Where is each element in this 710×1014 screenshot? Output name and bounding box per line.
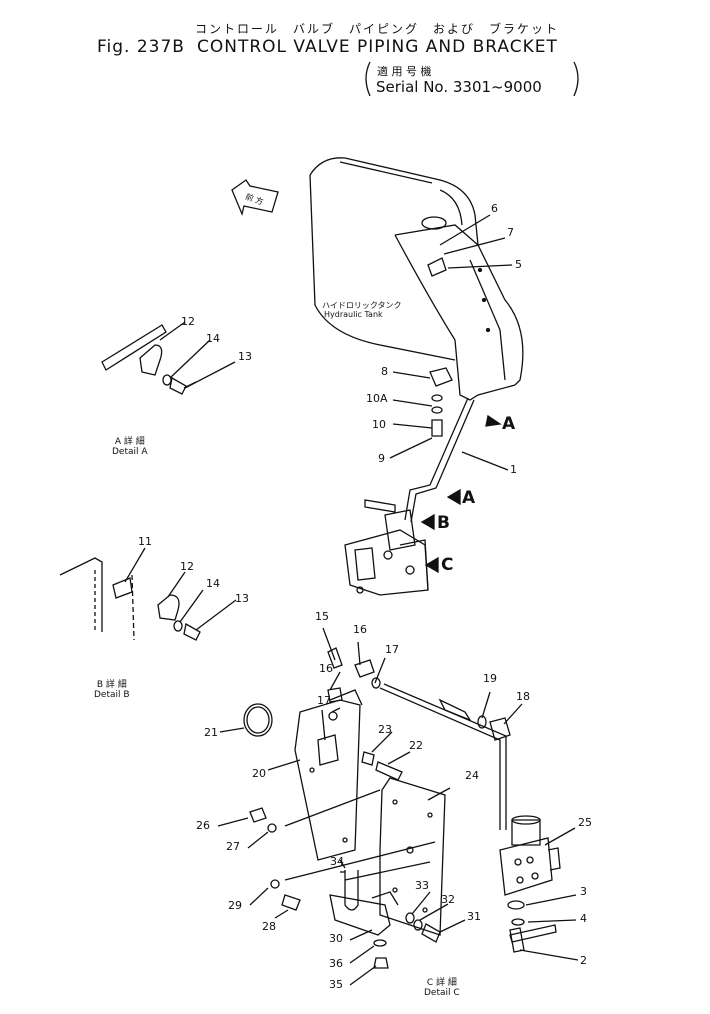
figure-title: CONTROL VALVE PIPING AND BRACKET bbox=[197, 37, 558, 57]
view-arrow-c bbox=[426, 558, 438, 572]
callout-16-lower: 16 bbox=[319, 662, 333, 675]
callout-28: 28 bbox=[262, 920, 276, 933]
callout-a-12: 12 bbox=[181, 315, 195, 328]
serial-bracket-left bbox=[366, 62, 370, 96]
callout-a-13: 13 bbox=[238, 350, 252, 363]
callout-4: 4 bbox=[580, 912, 587, 925]
view-arrow-b bbox=[422, 515, 434, 529]
callout-10: 10 bbox=[372, 418, 386, 431]
callout-27: 27 bbox=[226, 840, 240, 853]
detail-c-caption: C 詳 細 Detail C bbox=[424, 978, 460, 998]
control-valve-upper bbox=[345, 500, 428, 595]
callout-22: 22 bbox=[409, 739, 423, 752]
callout-3: 3 bbox=[580, 885, 587, 898]
callout-18: 18 bbox=[516, 690, 530, 703]
callout-a-14: 14 bbox=[206, 332, 220, 345]
callout-36: 36 bbox=[329, 957, 343, 970]
detail-a-drawing bbox=[102, 322, 235, 394]
callout-b-11: 11 bbox=[138, 535, 152, 548]
mounting-plate-24 bbox=[380, 778, 450, 935]
detail-b-caption: B 詳 細 Detail B bbox=[94, 680, 130, 700]
u-bolt-assembly bbox=[330, 860, 465, 985]
tank-label: Hydraulic Tank bbox=[324, 310, 383, 319]
callout-33: 33 bbox=[415, 879, 429, 892]
callout-7: 7 bbox=[507, 226, 514, 239]
callout-35: 35 bbox=[329, 978, 343, 991]
detail-c-japanese: C 詳 細 bbox=[426, 978, 457, 988]
callout-b-13: 13 bbox=[235, 592, 249, 605]
detail-c-english: Detail C bbox=[424, 988, 460, 998]
view-label-c: C bbox=[441, 555, 454, 575]
callout-29: 29 bbox=[228, 899, 242, 912]
detail-c-fittings bbox=[323, 628, 522, 830]
callout-2: 2 bbox=[580, 954, 587, 967]
callout-24: 24 bbox=[465, 769, 479, 782]
callout-10a: 10A bbox=[366, 392, 388, 405]
callout-34: 34 bbox=[330, 855, 344, 868]
callout-16-upper: 16 bbox=[353, 623, 367, 636]
detail-b-drawing bbox=[60, 548, 236, 640]
leader-lines-upper bbox=[390, 215, 512, 470]
hydraulic-tank bbox=[310, 158, 523, 400]
callout-23: 23 bbox=[378, 723, 392, 736]
serial-range: Serial No. 3301~9000 bbox=[376, 78, 542, 96]
callout-15: 15 bbox=[315, 610, 329, 623]
callout-30: 30 bbox=[329, 932, 343, 945]
callout-5: 5 bbox=[515, 258, 522, 271]
view-arrow-a2 bbox=[448, 490, 460, 504]
callout-8: 8 bbox=[381, 365, 388, 378]
detail-b-english: Detail B bbox=[94, 690, 130, 700]
detail-a-caption: A 詳 細 Detail A bbox=[112, 437, 148, 457]
callout-20: 20 bbox=[252, 767, 266, 780]
callout-9: 9 bbox=[378, 452, 385, 465]
callout-32: 32 bbox=[441, 893, 455, 906]
serial-japanese: 適 用 号 機 bbox=[377, 65, 432, 78]
oring-and-bracket bbox=[220, 690, 410, 860]
detail-a-japanese: A 詳 細 bbox=[114, 437, 145, 447]
callout-26: 26 bbox=[196, 819, 210, 832]
callout-19: 19 bbox=[483, 672, 497, 685]
front-direction-arrow bbox=[232, 180, 278, 214]
callout-21: 21 bbox=[204, 726, 218, 739]
leader-lines-c bbox=[218, 790, 435, 918]
callout-1: 1 bbox=[510, 463, 517, 476]
fitting-stack bbox=[430, 368, 452, 436]
callout-17-upper: 17 bbox=[385, 643, 399, 656]
callout-6: 6 bbox=[491, 202, 498, 215]
callout-25: 25 bbox=[578, 816, 592, 829]
view-label-a1: A bbox=[502, 414, 516, 434]
detail-a-english: Detail A bbox=[112, 447, 148, 457]
title-japanese: コントロール バルブ パイピング および ブラケット bbox=[195, 22, 560, 36]
tank-label-japanese: ハイドロリックタンク bbox=[322, 301, 402, 310]
control-valve-25 bbox=[500, 816, 578, 960]
view-arrow-a1 bbox=[486, 416, 500, 426]
callout-b-12: 12 bbox=[180, 560, 194, 573]
callout-17-lower: 17 bbox=[317, 694, 331, 707]
view-label-a2: A bbox=[462, 488, 476, 508]
pipe-1 bbox=[405, 398, 474, 522]
callout-b-14: 14 bbox=[206, 577, 220, 590]
serial-bracket-right bbox=[574, 62, 578, 96]
view-label-b: B bbox=[437, 513, 450, 533]
figure-number: Fig. 237B bbox=[97, 37, 185, 57]
detail-b-japanese: B 詳 細 bbox=[96, 680, 127, 690]
callout-31: 31 bbox=[467, 910, 481, 923]
